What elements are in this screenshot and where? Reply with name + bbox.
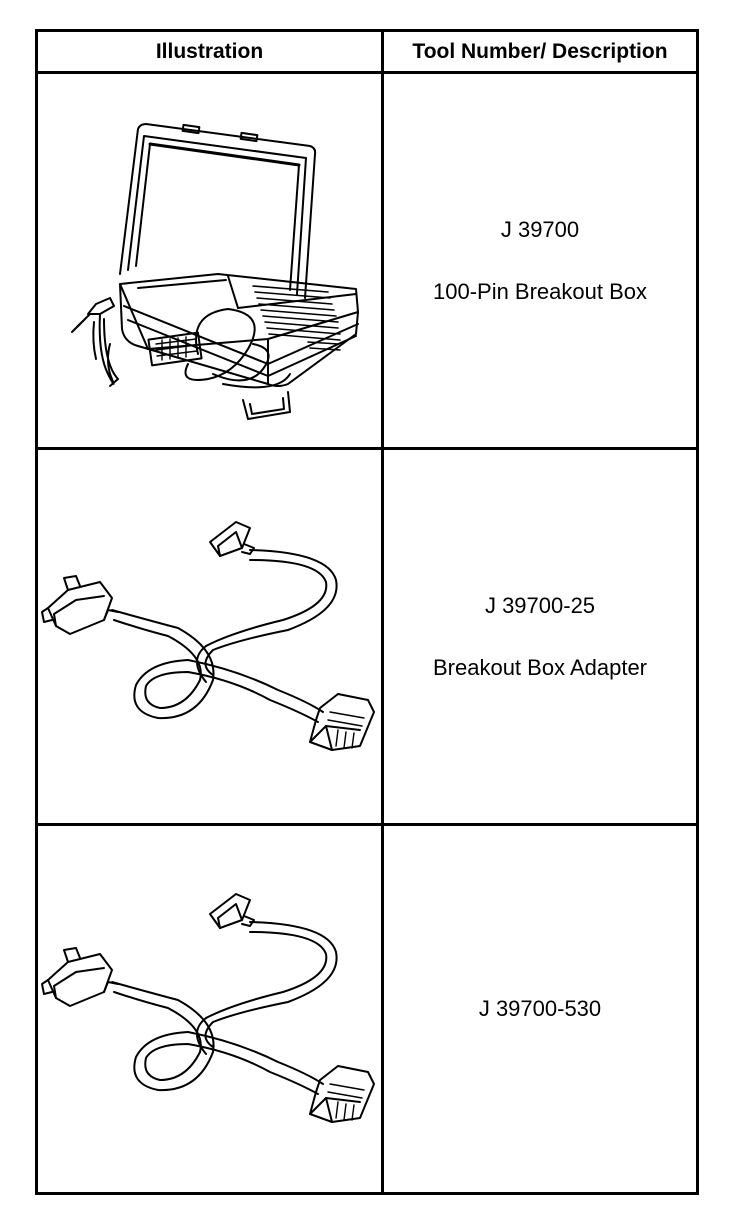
tool-table: Illustration Tool Number/ Description: [35, 29, 699, 1195]
tool-number: J 39700-530: [478, 996, 602, 1021]
table-row: J 39700-530: [38, 823, 696, 1192]
table-row: J 39700-25 Breakout Box Adapter: [38, 447, 696, 823]
illustration-cell: [38, 826, 381, 1192]
header-tool-description: Tool Number/ Description: [412, 39, 668, 63]
breakout-box-case-icon: [71, 123, 359, 420]
tool-description: Breakout Box Adapter: [432, 654, 648, 680]
description-cell: J 39700 100-Pin Breakout Box: [384, 74, 696, 447]
table-row: J 39700 100-Pin Breakout Box: [38, 74, 696, 447]
column-divider: [381, 32, 384, 1192]
tool-number: J 39700-25: [484, 592, 596, 618]
adapter-cable-icon: [41, 893, 375, 1123]
header-illustration: Illustration: [155, 39, 264, 63]
tool-description: 100-Pin Breakout Box: [432, 278, 648, 304]
table-header-row: Illustration Tool Number/ Description: [38, 32, 696, 74]
tool-number: J 39700: [500, 216, 580, 242]
description-cell: J 39700-25 Breakout Box Adapter: [384, 450, 696, 823]
illustration-cell: [38, 74, 381, 447]
adapter-cable-icon: [41, 521, 375, 751]
illustration-cell: [38, 450, 381, 823]
description-cell: J 39700-530: [384, 826, 696, 1192]
